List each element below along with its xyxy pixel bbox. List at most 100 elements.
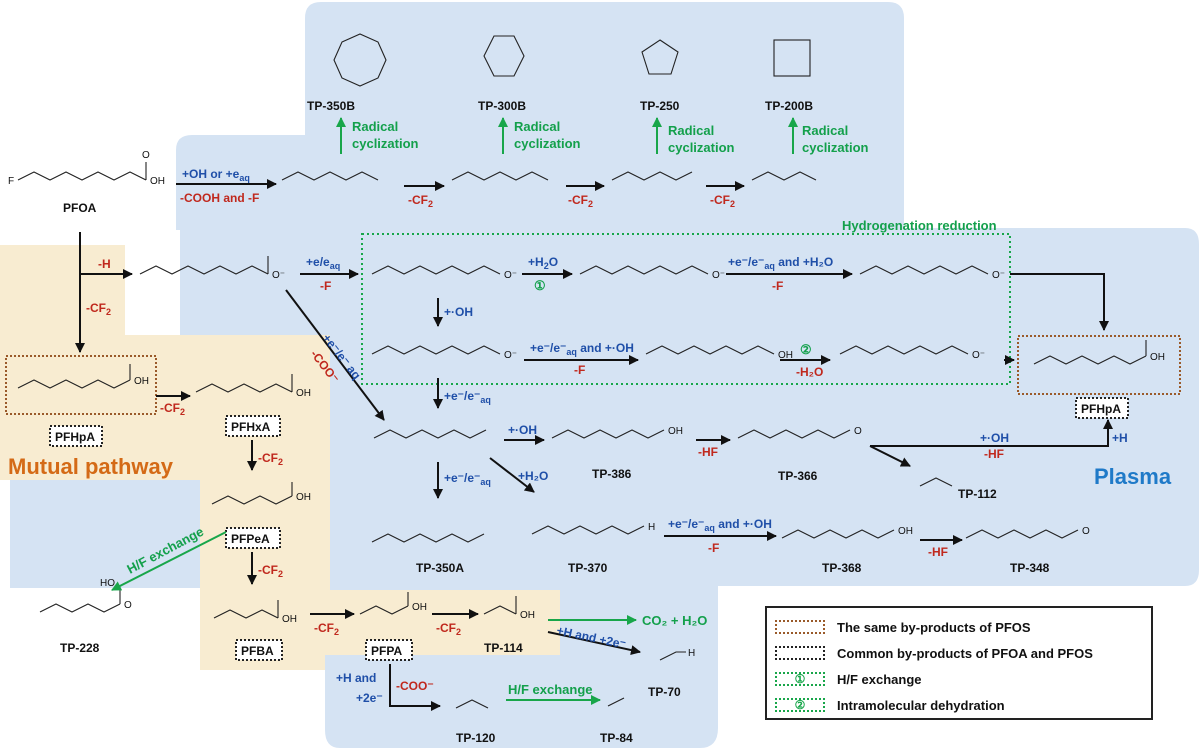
label-minus-cf2-3: -CF2 [258, 451, 283, 467]
label-plus-h2o: +H2O [528, 255, 558, 271]
label-e-down: +e⁻/e⁻aq [444, 389, 491, 405]
molecule-pfba: OH [213, 600, 297, 625]
label-minus-f-2: -F [708, 541, 719, 555]
label-co2-h2o: CO₂ + H₂O [642, 613, 707, 628]
legend-swatch: ② [775, 698, 825, 712]
label-tp120: TP-120 [456, 731, 496, 745]
label-minus-f: -F [772, 279, 783, 293]
legend-swatch [775, 620, 825, 634]
label-plus-h: +H [1112, 431, 1128, 445]
box-pfhxa-label [225, 415, 281, 437]
molecule-pfoa: F OH O [8, 150, 165, 187]
label-radical: Radical [514, 119, 560, 134]
label-coo-minus: -COO⁻ [396, 679, 434, 693]
label-tp366: TP-366 [778, 469, 818, 483]
label-cyclization: cyclization [668, 140, 735, 155]
label-oh-hf-1: +·OH [980, 431, 1009, 445]
molecule-tp368: OH [781, 526, 913, 539]
label-tp70: TP-70 [648, 685, 681, 699]
label-plus-h2o-2: +H₂O [518, 469, 548, 483]
label-oh-or-e: +OH or +eaq [182, 167, 250, 183]
mutual-region [0, 245, 560, 670]
molecule-radical-3 [611, 171, 693, 181]
atom-o: O [142, 150, 150, 161]
label-tp228: TP-228 [60, 641, 100, 655]
atom-o: O [1082, 526, 1090, 537]
box-pfhpa-right [1017, 335, 1181, 395]
label-pfba: PFBA [241, 644, 274, 658]
molecule-tp366: O [737, 426, 862, 439]
label-e-oh-2: +e⁻/e⁻aq and +·OH [668, 517, 772, 533]
label-minus-f: -F [574, 363, 585, 377]
atom-o: O [124, 600, 132, 611]
label-radical: Radical [668, 123, 714, 138]
molecule-pfpea: OH [211, 482, 311, 505]
molecule-tp228: HO O [39, 578, 132, 613]
molecule-tp348: O [965, 526, 1090, 539]
label-pfhpa-right: PFHpA [1081, 402, 1121, 416]
label-hf-exchange-2: H/F exchange [508, 682, 593, 697]
label-tp386: TP-386 [592, 467, 632, 481]
label-pfhxa: PFHxA [231, 420, 271, 434]
label-e-h2o: +e⁻/e⁻aq and +H₂O [728, 255, 833, 271]
molecule-pfhxa: OH [195, 374, 311, 399]
label-tp250: TP-250 [640, 99, 680, 113]
label-tp350b: TP-350B [307, 99, 355, 113]
molecule-pfpa: OH [359, 592, 427, 615]
label-minus-cf2-7: -CF2 [436, 621, 461, 637]
molecule-tp114: OH [483, 596, 535, 621]
molecule-radical-mid [373, 429, 487, 439]
label-circle-1: ① [534, 278, 546, 293]
legend-item-same-pfos: The same by-products of PFOS [775, 618, 1031, 636]
molecule-hyd-3: O⁻ [859, 265, 1005, 281]
label-circle-2: ② [800, 342, 812, 357]
molecule-tp386: OH [551, 426, 683, 439]
legend-text: Intramolecular dehydration [837, 697, 1005, 713]
label-tp84: TP-84 [600, 731, 633, 745]
label-tp368: TP-368 [822, 561, 862, 575]
atom-oh: OH [296, 388, 311, 399]
molecule-hyd-2: O⁻ [579, 265, 725, 281]
molecule-structures: F OH O O⁻ O⁻ [8, 33, 1165, 709]
legend: The same by-products of PFOS Common by-p… [765, 606, 1153, 720]
atom-o-minus: O⁻ [712, 270, 725, 281]
region-plasma-title: Plasma [1094, 464, 1172, 489]
molecule-radical-1 [281, 171, 379, 181]
atom-oh: OH [1150, 352, 1165, 363]
legend-swatch: ① [775, 672, 825, 686]
label-tp300b: TP-300B [478, 99, 526, 113]
label-minus-cf2: -CF2 [568, 193, 593, 209]
legend-item-common: Common by-products of PFOA and PFOS [775, 644, 1093, 662]
molecule-hyd-4: O⁻ [371, 345, 517, 361]
molecule-hyd-6: O⁻ [839, 345, 985, 361]
atom-o-minus: O⁻ [504, 270, 517, 281]
atom-o: O [854, 426, 862, 437]
label-radical: Radical [352, 119, 398, 134]
molecule-tp84 [607, 697, 625, 707]
label-plus-oh: +·OH [444, 305, 473, 319]
legend-item-dehydration: ② Intramolecular dehydration [775, 696, 1005, 714]
atom-oh: OH [150, 176, 165, 187]
atom-o-minus: O⁻ [992, 270, 1005, 281]
molecule-tp70: H [659, 648, 695, 661]
legend-text: The same by-products of PFOS [837, 619, 1031, 635]
atom-o-minus: O⁻ [272, 270, 285, 281]
box-pfhpa-left-label [49, 425, 103, 447]
molecule-hyd-5: OH [645, 345, 793, 361]
label-pfoa: PFOA [63, 201, 97, 215]
atom-oh: OH [778, 350, 793, 361]
ring-tp200b [773, 39, 811, 77]
label-tp348: TP-348 [1010, 561, 1050, 575]
molecule-tp112 [919, 477, 953, 487]
hydrogenation-label: Hydrogenation reduction [842, 218, 997, 233]
molecule-radical-2 [451, 171, 549, 181]
molecule-tp370: H [531, 522, 655, 535]
compound-labels: PFOA TP-350B TP-300B TP-250 TP-200B PFHp… [55, 99, 1121, 745]
label-tp112: TP-112 [958, 487, 997, 501]
label-pfpea: PFPeA [231, 532, 270, 546]
atom-oh: OH [668, 426, 683, 437]
label-cyclization: cyclization [352, 136, 419, 151]
atom-oh: OH [296, 492, 311, 503]
atom-h: H [688, 648, 695, 659]
